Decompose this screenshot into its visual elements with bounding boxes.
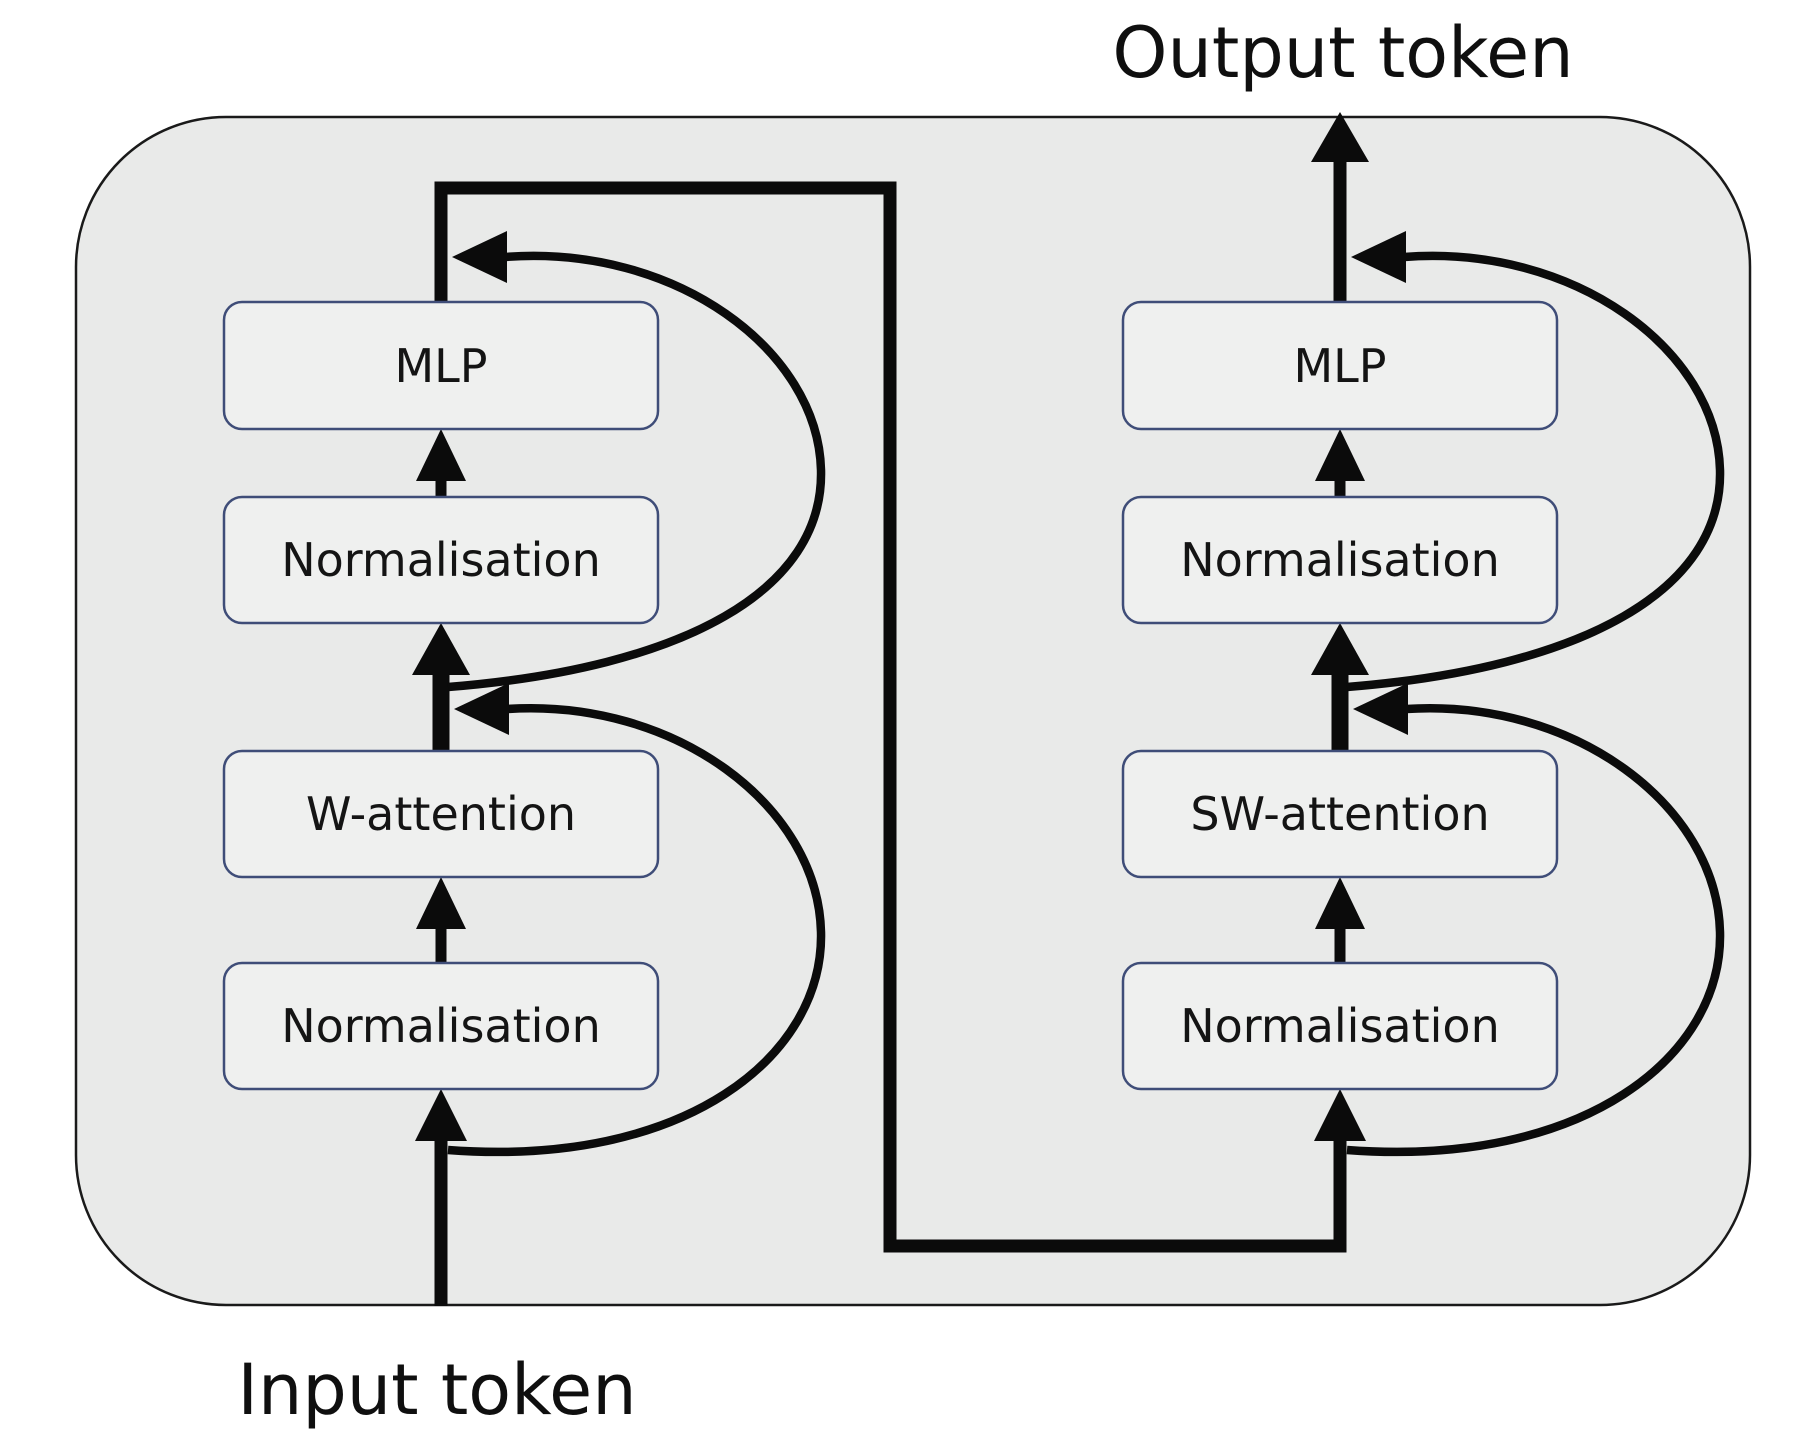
right-upper-normalisation-box xyxy=(1121,495,1559,625)
output-token-label: Output token xyxy=(1112,12,1573,94)
right-upper-skip-connection xyxy=(1346,251,1725,692)
right-lower-skip-connection xyxy=(1346,703,1725,1157)
right-attention-to-norm-arrowhead xyxy=(1311,623,1369,675)
left-mlp-box xyxy=(222,300,660,431)
left-attention-to-norm-arrowhead xyxy=(412,623,470,675)
input-token-label: Input token xyxy=(237,1349,636,1431)
left-upper-normalisation-box xyxy=(222,495,660,625)
left-norm-to-mlp-arrowhead xyxy=(416,429,466,481)
right-norm-to-attention-arrowhead xyxy=(1315,877,1365,929)
connector-arrowhead-into-right-normalisation xyxy=(1314,1089,1366,1141)
right-attention-label: SW-attention xyxy=(1190,787,1489,841)
output-arrowhead xyxy=(1311,112,1369,162)
left-lower-normalisation-label: Normalisation xyxy=(281,999,600,1053)
left-lower-skip-connection xyxy=(447,703,826,1157)
left-upper-skip-connection xyxy=(447,251,826,692)
right-mlp-box xyxy=(1121,300,1559,431)
right-lower-skip-arrowhead xyxy=(1353,683,1408,735)
left-mlp-label: MLP xyxy=(394,339,487,393)
right-attention-box xyxy=(1121,749,1559,879)
right-mlp-label: MLP xyxy=(1293,339,1386,393)
right-lower-normalisation-box xyxy=(1121,961,1559,1091)
cross-block-connector-line xyxy=(434,181,1347,1253)
input-arrowhead xyxy=(415,1089,467,1141)
right-upper-skip-arrowhead xyxy=(1351,231,1406,283)
right-norm-to-mlp-arrowhead xyxy=(1315,429,1365,481)
left-attention-label: W-attention xyxy=(306,787,576,841)
left-upper-skip-arrowhead xyxy=(452,231,507,283)
left-upper-normalisation-label: Normalisation xyxy=(281,533,600,587)
left-column: MLP Normalisation W-attention Normalisat… xyxy=(222,300,660,1091)
left-attention-box xyxy=(222,749,660,879)
left-norm-to-attention-arrowhead xyxy=(416,877,466,929)
left-lower-skip-arrowhead xyxy=(454,683,509,735)
left-lower-normalisation-box xyxy=(222,961,660,1091)
right-upper-normalisation-label: Normalisation xyxy=(1180,533,1499,587)
right-column: MLP Normalisation SW-attention Normalisa… xyxy=(1121,300,1559,1091)
right-lower-normalisation-label: Normalisation xyxy=(1180,999,1499,1053)
